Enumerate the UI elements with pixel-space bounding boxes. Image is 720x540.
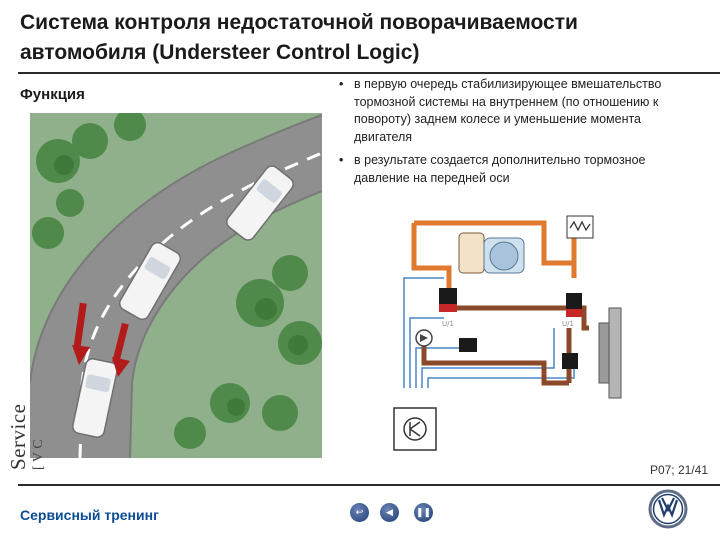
section-heading: Функция [20,86,85,103]
pause-button[interactable]: ❚❚ [414,503,433,522]
footer-training-label: Сервисный тренинг [20,507,159,523]
bullet-list: в первую очередь стабилизирующее вмешате… [337,76,697,193]
road-scene-illustration [30,113,322,458]
valve-label: U/1 [442,320,454,328]
valve-label: U/1 [562,320,574,328]
page-reference: P07; 21/41 [649,463,708,477]
back-arrow-icon: ↩ [355,507,364,517]
back-button[interactable]: ↩ [350,503,369,522]
hydraulic-scheme-diagram: U/1 U/1 [393,215,622,451]
footer-divider [18,484,720,486]
vertical-service-label: Service [6,403,30,470]
vw-logo [648,489,688,529]
previous-slide-button[interactable]: ◀ [380,503,399,522]
title-divider [18,72,720,74]
bullet-item: в результате создается дополнительно тор… [337,152,697,187]
vertical-label-fragment: [ V C [31,439,46,470]
pause-icon: ❚❚ [415,507,432,517]
slide-title: Система контроля недостаточной поворачив… [20,11,578,64]
triangle-left-icon: ◀ [386,507,393,517]
bullet-item: в первую очередь стабилизирующее вмешате… [337,76,697,146]
